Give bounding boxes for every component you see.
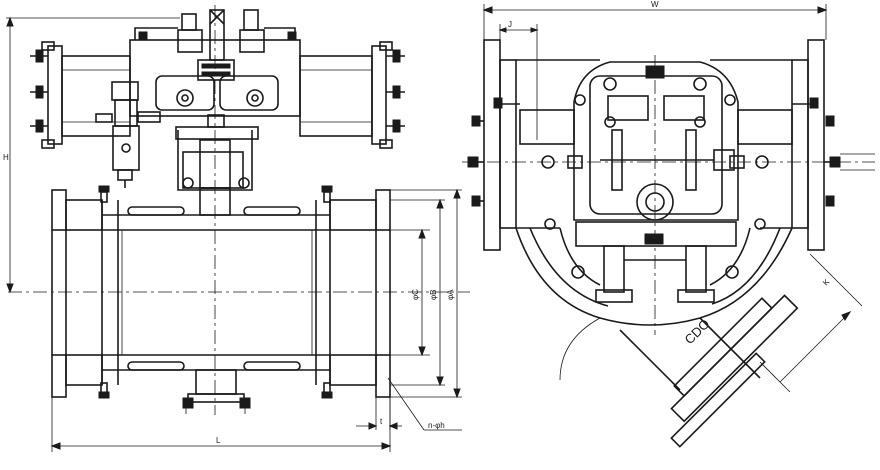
top-bottom-bracket — [595, 245, 715, 303]
top-right-port — [710, 39, 875, 251]
dimension-diameters: φC φB φA — [380, 188, 462, 399]
dimension-l-label: L — [216, 436, 221, 445]
top-diagonal-port: K CDO — [619, 253, 863, 448]
dimension-bolt-holes: n-φh — [387, 377, 462, 431]
dimension-k-label: K — [821, 277, 832, 288]
dimension-j-label: J — [508, 20, 512, 29]
front-view: H L φC φB — [3, 5, 470, 452]
valve-body — [51, 185, 391, 414]
dimension-t: t — [356, 397, 402, 430]
dimension-t-label: t — [380, 417, 383, 426]
top-view: W J — [462, 0, 875, 448]
dimension-h-label: H — [3, 153, 9, 162]
actuator-right-cylinder — [299, 41, 405, 149]
top-actuator-housing — [567, 61, 745, 247]
dimension-w: W — [482, 0, 828, 40]
dimension-b-label: φB — [429, 289, 438, 300]
dimension-j: J — [498, 20, 539, 140]
filter-regulator — [95, 81, 161, 188]
dimension-c-label: φC — [411, 289, 420, 300]
actuator-left-cylinder — [30, 41, 131, 149]
dimension-w-label: W — [651, 0, 659, 9]
mounting-bracket — [175, 114, 259, 191]
dimension-a-label: φA — [446, 289, 455, 300]
dimension-h: H — [3, 16, 180, 294]
top-bolt-holes — [541, 94, 769, 279]
top-body-shell — [515, 227, 793, 381]
dimension-l: L — [50, 397, 392, 452]
top-side-cylinders — [493, 97, 819, 145]
dimension-bolt-holes-label: n-φh — [428, 421, 445, 430]
top-left-port — [467, 39, 600, 251]
